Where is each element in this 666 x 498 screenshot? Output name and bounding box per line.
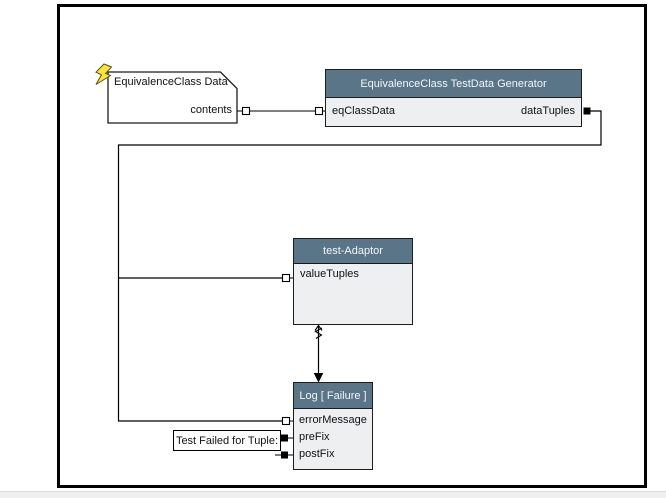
port-eqclassdata [314, 106, 324, 116]
port-postfix [281, 451, 288, 459]
connector-zigzag [314, 327, 323, 339]
log-port-label-postfix: postFix [299, 448, 335, 460]
generator-header: EquivalenceClass TestData Generator [326, 70, 581, 98]
connector-down-arrowhead [313, 373, 324, 383]
note-port-label-contents: contents [190, 104, 232, 116]
log-port-list: errorMessage preFix postFix [294, 409, 372, 463]
port-datatuples [583, 107, 591, 115]
adaptor-header: test-Adaptor [294, 239, 412, 264]
component-testdata-generator: EquivalenceClass TestData Generator eqCl… [325, 69, 582, 127]
generator-port-label-datatuples: dataTuples [520, 104, 575, 117]
port-contents [241, 106, 251, 116]
port-valuetuples [281, 273, 291, 283]
adaptor-port-label-valuetuples: valueTuples [300, 268, 359, 280]
window-bottom-edge [0, 491, 666, 498]
component-test-adaptor: test-Adaptor valueTuples [293, 238, 413, 325]
log-port-label-prefix: preFix [299, 431, 330, 443]
generator-port-label-eqclassdata: eqClassData [332, 104, 395, 117]
wire-datatuples-route [117, 110, 602, 422]
lightning-icon [95, 63, 113, 85]
generator-body: eqClassData dataTuples [326, 98, 581, 123]
log-port-label-errormessage: errorMessage [299, 414, 367, 426]
port-prefix [281, 434, 288, 442]
diagram-frame [57, 4, 647, 488]
note-title: EquivalenceClass Data [114, 76, 228, 88]
log-header: Log [ Failure ] [294, 383, 372, 409]
note-shape [107, 71, 238, 124]
annotation-test-failed: Test Failed for Tuple: [173, 430, 281, 451]
component-log-failure: Log [ Failure ] errorMessage preFix post… [293, 382, 373, 470]
port-errormessage [281, 416, 291, 426]
